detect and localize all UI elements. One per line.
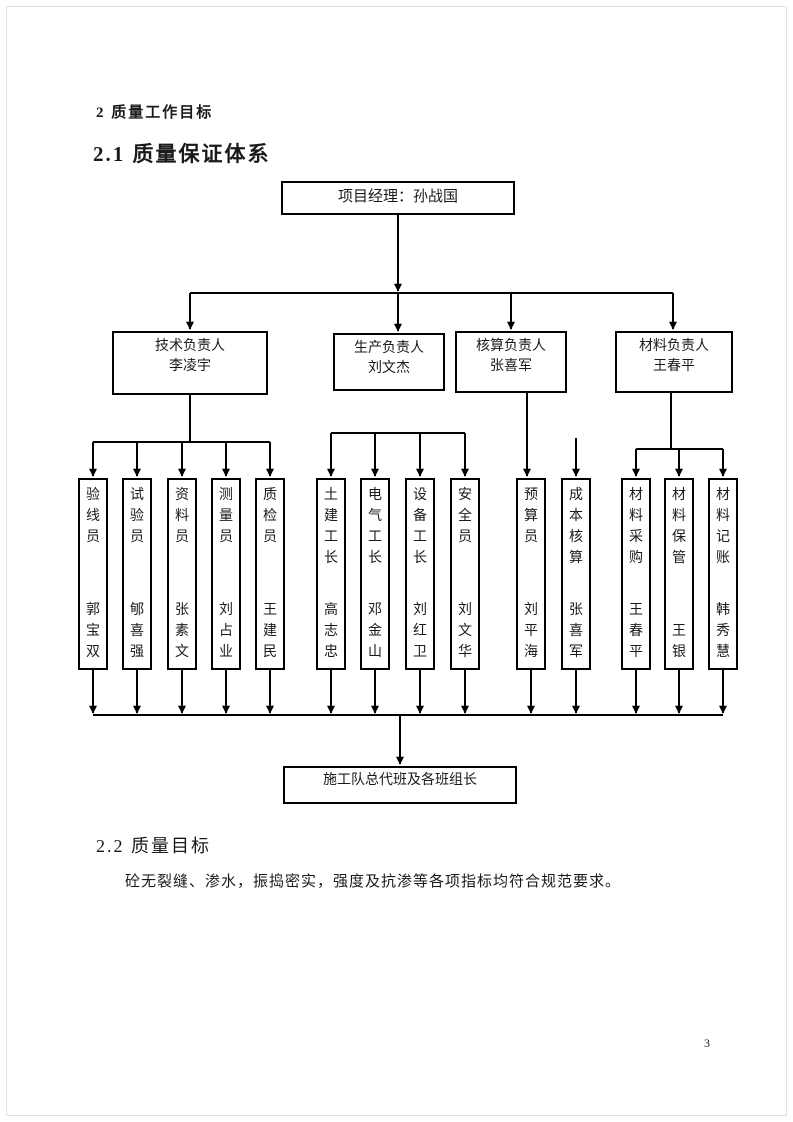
name-label: 刘红卫: [413, 603, 427, 660]
org-box-material-lead: 材料负责人 王春平: [615, 331, 733, 393]
org-box-safety-officer: 安全员 刘文华: [450, 478, 480, 670]
role-label: 试验员: [130, 488, 144, 545]
name-label: 韩秀慧: [716, 603, 730, 660]
name-label: 王春平: [629, 603, 643, 660]
org-box-production-lead: 生产负责人 刘文杰: [333, 333, 445, 391]
name-label: 刘文杰: [368, 361, 410, 376]
org-box-label: 项目经理：孙战国: [337, 189, 458, 205]
role-label: 测量员: [219, 488, 233, 545]
role-label: 质检员: [263, 488, 277, 545]
role-label: 电气工长: [368, 488, 382, 566]
name-label: 张喜军: [490, 359, 532, 374]
org-box-label: 施工队总代班及各班组长: [323, 773, 477, 788]
name-label: 郭宝双: [86, 603, 100, 660]
role-label: 成本核算: [569, 488, 583, 566]
org-box-project-manager: 项目经理：孙战国: [281, 181, 515, 215]
org-box-material-keeper: 材料保管 王 银: [664, 478, 700, 670]
page-number: 3: [704, 1036, 710, 1050]
org-box-material-purchaser: 材料采购 王春平: [621, 478, 651, 670]
name-label: 李凌宇: [169, 359, 211, 374]
section-heading-2: 2 质量工作目标: [96, 105, 214, 121]
name-label: 张喜军: [569, 603, 583, 660]
section-heading-2-2: 2.2 质量目标: [96, 836, 211, 856]
role-label: 材料记账: [716, 488, 730, 566]
section-heading-2-1: 2.1 质量保证体系: [93, 142, 271, 166]
name-label: 王 银: [672, 624, 700, 660]
org-box-electrical-foreman: 电气工长 邓金山: [360, 478, 390, 670]
quality-target-paragraph: 砼无裂缝、渗水，振捣密实，强度及抗渗等各项指标均符合规范要求。: [125, 874, 622, 890]
name-label: 王春平: [653, 359, 695, 374]
org-box-line-checker: 验线员 郭宝双: [78, 478, 108, 670]
org-box-civil-foreman: 土建工长 高志忠: [316, 478, 346, 670]
org-box-quality-inspector: 质检员 王建民: [255, 478, 285, 670]
role-label: 材料采购: [629, 488, 643, 566]
role-label: 土建工长: [324, 488, 338, 566]
name-label: 邓金山: [368, 603, 382, 660]
org-box-cost-accountant: 成本核算 张喜军: [561, 478, 591, 670]
role-label: 预算员: [524, 488, 538, 545]
role-label: 资料员: [175, 488, 189, 545]
role-label: 验线员: [86, 488, 100, 545]
org-box-material-bookkeeper: 材料记账 韩秀慧: [708, 478, 738, 670]
role-label: 安全员: [458, 488, 472, 545]
name-label: 刘文华: [458, 603, 472, 660]
name-label: 王建民: [263, 603, 277, 660]
name-label: 高志忠: [324, 603, 338, 660]
name-label: 刘平海: [524, 603, 538, 660]
role-label: 技术负责人: [155, 339, 225, 354]
org-box-tester: 试验员 郇喜强: [122, 478, 152, 670]
org-box-crew-leaders: 施工队总代班及各班组长: [283, 766, 517, 804]
role-label: 设备工长: [413, 488, 427, 566]
role-label: 材料负责人: [639, 339, 709, 354]
org-box-surveyor: 测量员 刘占业: [211, 478, 241, 670]
name-label: 郇喜强: [130, 603, 144, 660]
org-box-technical-lead: 技术负责人 李凌宇: [112, 331, 268, 395]
org-box-estimator: 预算员 刘平海: [516, 478, 546, 670]
name-label: 张素文: [175, 603, 189, 660]
name-label: 刘占业: [219, 603, 233, 660]
org-box-accounting-lead: 核算负责人 张喜军: [455, 331, 567, 393]
org-box-equipment-foreman: 设备工长 刘红卫: [405, 478, 435, 670]
org-box-documenter: 资料员 张素文: [167, 478, 197, 670]
role-label: 核算负责人: [476, 339, 546, 354]
role-label: 材料保管: [672, 488, 686, 566]
role-label: 生产负责人: [354, 341, 424, 356]
